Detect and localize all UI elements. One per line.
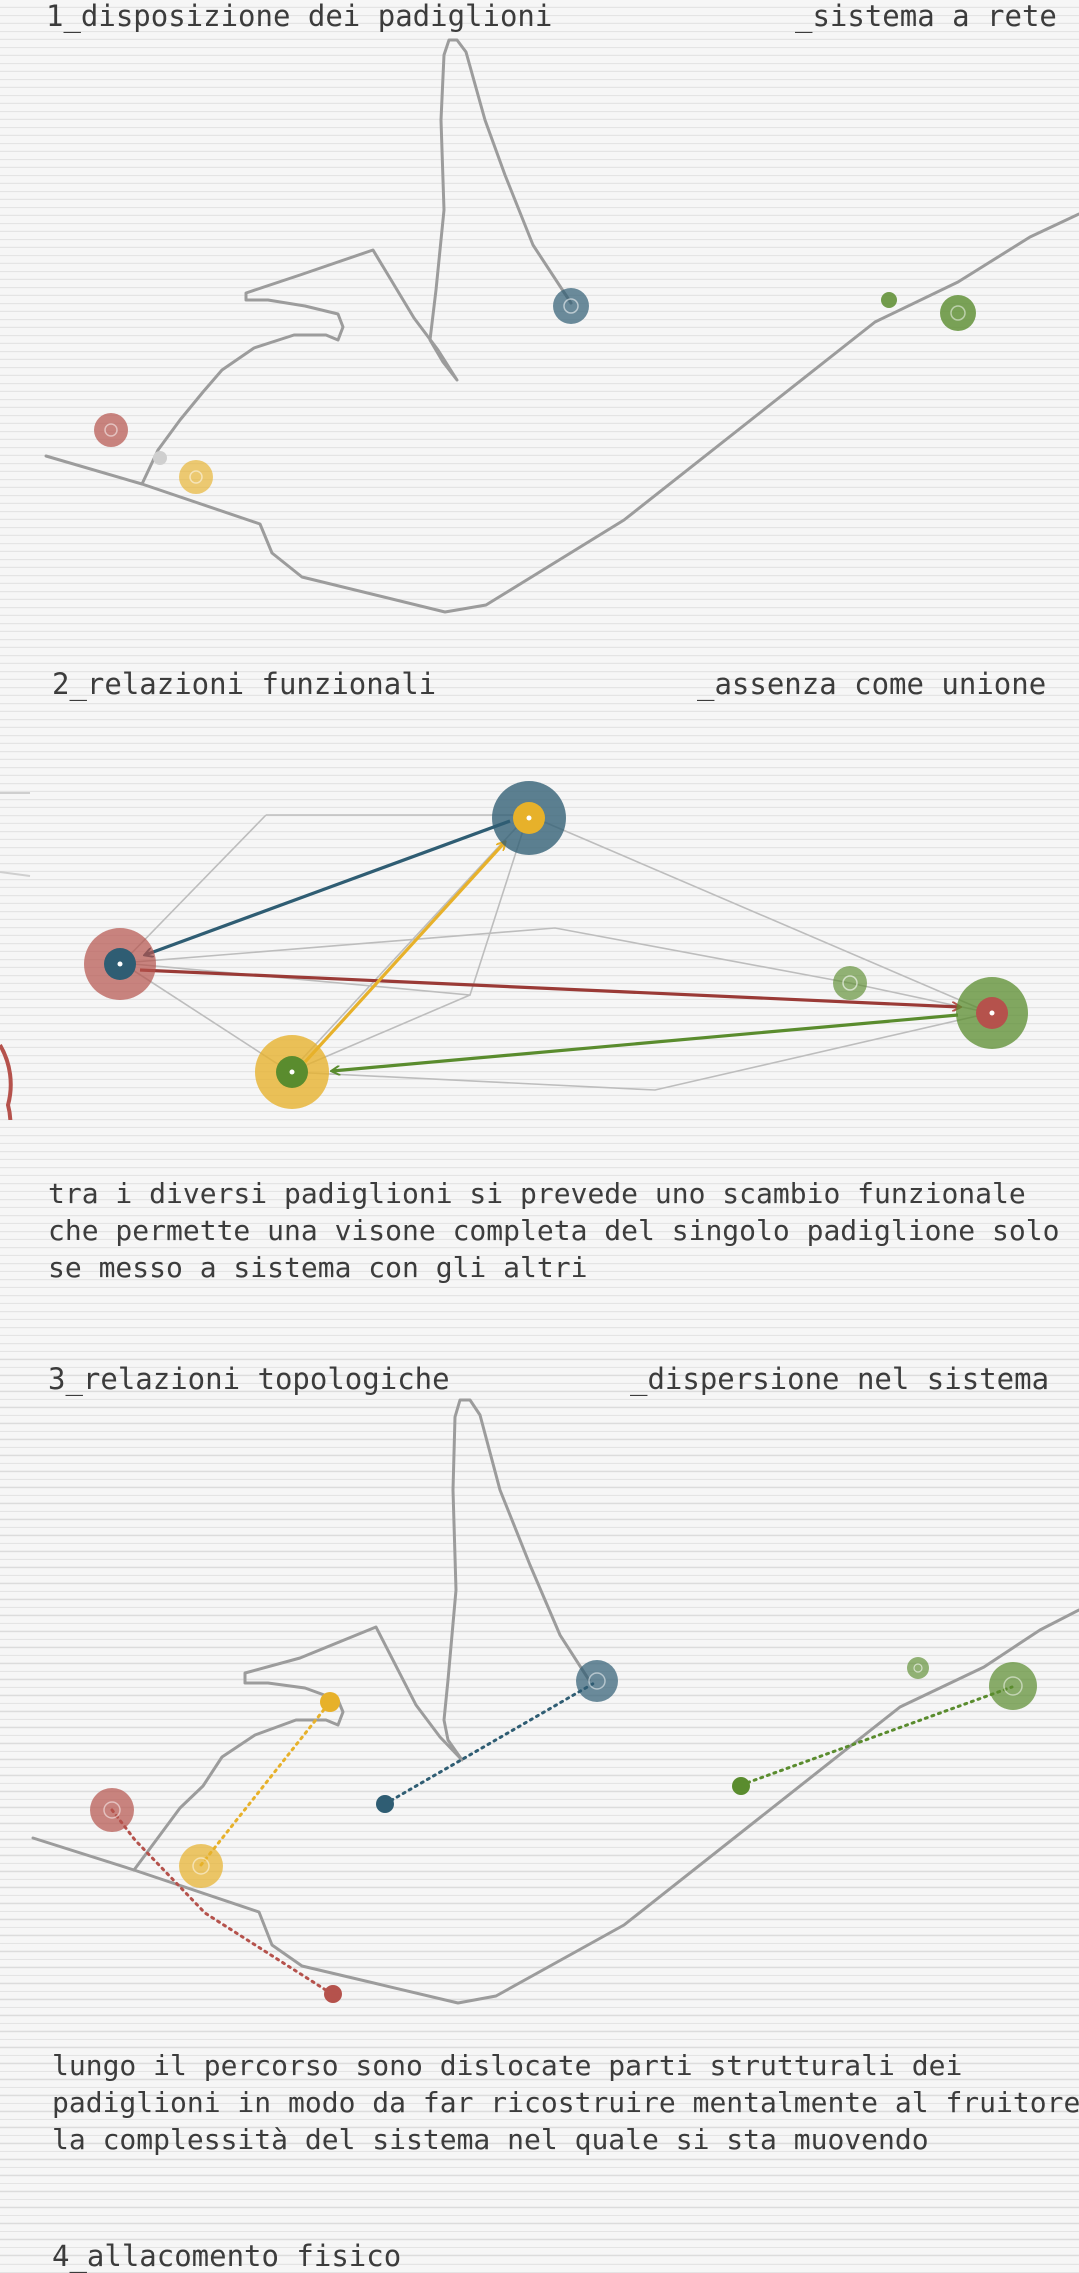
fragment-blue (376, 1795, 394, 1813)
section-2-description: tra i diversi padiglioni si prevede uno … (48, 1177, 1060, 1284)
building-outline (132, 1398, 591, 1872)
pavilion-yellow (179, 1844, 223, 1888)
arrow-red (139, 968, 960, 1007)
fragment-green (732, 1777, 750, 1795)
network-lines (121, 814, 991, 1091)
node-blue-yellow (492, 781, 566, 855)
pavilion-green (989, 1662, 1037, 1710)
dotted-link-blue (383, 1680, 598, 1806)
section-1-title: 1_disposizione dei padiglioni (46, 0, 553, 33)
pavilion-green (940, 295, 976, 331)
section-1-map (44, 38, 1079, 614)
node-green-small (833, 966, 867, 1000)
pavilion-red (90, 1788, 134, 1832)
section-2-subtitle: _assenza come unione (697, 667, 1047, 701)
section-3-map (31, 1398, 1079, 2005)
dotted-link-green (739, 1685, 1014, 1787)
pavilion-red (94, 413, 128, 447)
dotted-link-yellow (199, 1700, 332, 1867)
arrow-green (332, 1013, 959, 1071)
pavilion-blue (553, 288, 589, 324)
pavilion-green-small (907, 1657, 929, 1679)
site-path (31, 1608, 1079, 2005)
section-3-description: lungo il percorso sono dislocate parti s… (52, 2049, 1079, 2156)
section-2-diagram (0, 781, 1028, 1120)
building-outline (140, 38, 573, 486)
edge-circle-fragment (0, 1043, 13, 1120)
site-path (44, 212, 1079, 614)
node-yellow-green (255, 1035, 329, 1109)
pavilion-grey (153, 451, 167, 465)
fragment-yellow (320, 1692, 340, 1712)
section-3-title: 3_relazioni topologiche (48, 1362, 450, 1396)
section-3-subtitle: _dispersione nel sistema (630, 1362, 1050, 1396)
section-2-title: 2_relazioni funzionali (52, 667, 437, 701)
node-green-red (956, 977, 1028, 1049)
pavilion-blue (576, 1660, 618, 1702)
pavilion-green-small (881, 292, 897, 308)
fragment-red (324, 1985, 342, 2003)
node-red-blue (84, 928, 156, 1000)
pavilion-yellow (179, 460, 213, 494)
section-1-subtitle: _sistema a rete (795, 0, 1057, 33)
arrow-yellow (303, 842, 505, 1064)
arrow-blue (145, 819, 511, 955)
